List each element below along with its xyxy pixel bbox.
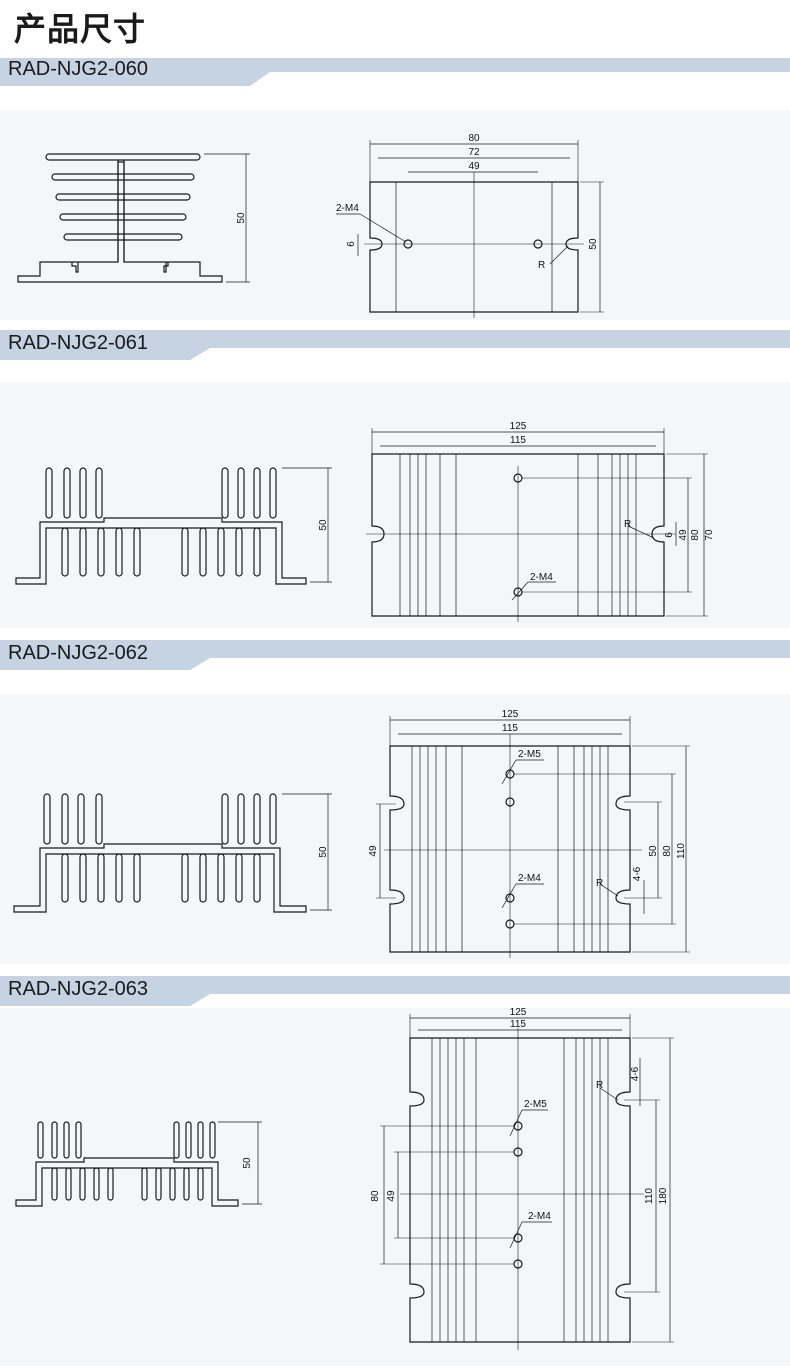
dim-left-inner: 49 [386,1190,397,1202]
technical-drawing-060: 50 80 72 49 50 6 2-M4 R [17,133,604,318]
dim-height-mid: 80 [662,845,673,857]
dim-height-mid: 80 [690,529,701,541]
dim-left-outer: 80 [370,1190,381,1202]
dim-width-mid: 72 [468,147,480,158]
section-header-061: RAD-NJG2-061 [0,330,790,360]
dim-height-inner: 50 [648,845,659,857]
side-profile-060 [17,153,250,283]
dim-side-height: 50 [318,846,329,858]
page-title: 产品尺寸 [14,10,147,48]
dim-slot: 4-6 [632,866,643,881]
hole-callout-m5: 2-M5 [518,749,541,760]
drawing-panel-060: 50 80 72 49 50 6 2-M4 R [0,110,790,320]
dim-width-outer: 125 [510,421,527,432]
radius-callout: R [596,878,603,889]
top-view-061 [366,428,708,622]
dim-side-height: 50 [236,212,247,224]
model-name: RAD-NJG2-062 [8,642,149,664]
side-profile-063 [15,1121,262,1207]
section-header-062: RAD-NJG2-062 [0,640,790,670]
model-name: RAD-NJG2-061 [8,332,149,354]
technical-drawing-062: 50 [13,709,690,958]
radius-callout: R [538,260,545,271]
radius-callout: R [596,1080,603,1091]
dim-width-inner: 115 [510,435,526,446]
hole-callout-m4: 2-M4 [528,1211,551,1222]
drawing-panel-061: 50 [0,382,790,628]
top-view-063 [380,1014,674,1350]
model-name: RAD-NJG2-063 [8,978,149,1000]
drawing-panel-062: 50 [0,694,790,964]
dim-slot: 4-6 [630,1066,641,1081]
dim-height-outer: 110 [676,843,687,859]
top-view-060 [336,140,604,318]
hole-callout: 2-M4 [530,572,553,583]
dim-side-height: 50 [318,519,329,531]
model-name: RAD-NJG2-060 [8,58,149,80]
dim-hole-pitch: 49 [678,529,689,541]
dim-width-inner: 115 [510,1019,526,1030]
section-header-shape [0,58,790,86]
dim-side-height: 50 [242,1157,253,1169]
dim-height-mid: 110 [644,1188,655,1204]
dim-left-pitch: 49 [368,845,379,857]
dim-width-inner: 49 [468,161,480,172]
top-view-062 [376,716,690,958]
dim-width-outer: 80 [468,133,480,144]
dim-height-outer: 180 [658,1187,669,1204]
dim-slot: 6 [346,241,357,247]
dim-width-outer: 125 [502,709,519,720]
hole-callout: 2-M4 [336,203,359,214]
dim-slot: 6 [664,532,675,538]
technical-drawing-061: 50 [15,421,715,622]
dim-width-outer: 125 [510,1008,527,1018]
side-profile-062 [13,793,332,913]
section-header-shape [0,330,790,360]
dim-height: 50 [588,238,599,250]
drawing-panel-063: 50 [0,1008,790,1366]
section-header-shape [0,640,790,670]
section-header-shape [0,976,790,1006]
hole-callout-m5: 2-M5 [524,1099,547,1110]
side-profile-061 [15,467,332,585]
radius-callout: R [624,519,631,530]
dim-width-inner: 115 [502,723,518,734]
section-header-063: RAD-NJG2-063 [0,976,790,1006]
dim-height-outer: 70 [704,529,715,541]
technical-drawing-063: 50 [15,1008,674,1350]
hole-callout-m4: 2-M4 [518,873,541,884]
section-header-060: RAD-NJG2-060 [0,56,790,86]
